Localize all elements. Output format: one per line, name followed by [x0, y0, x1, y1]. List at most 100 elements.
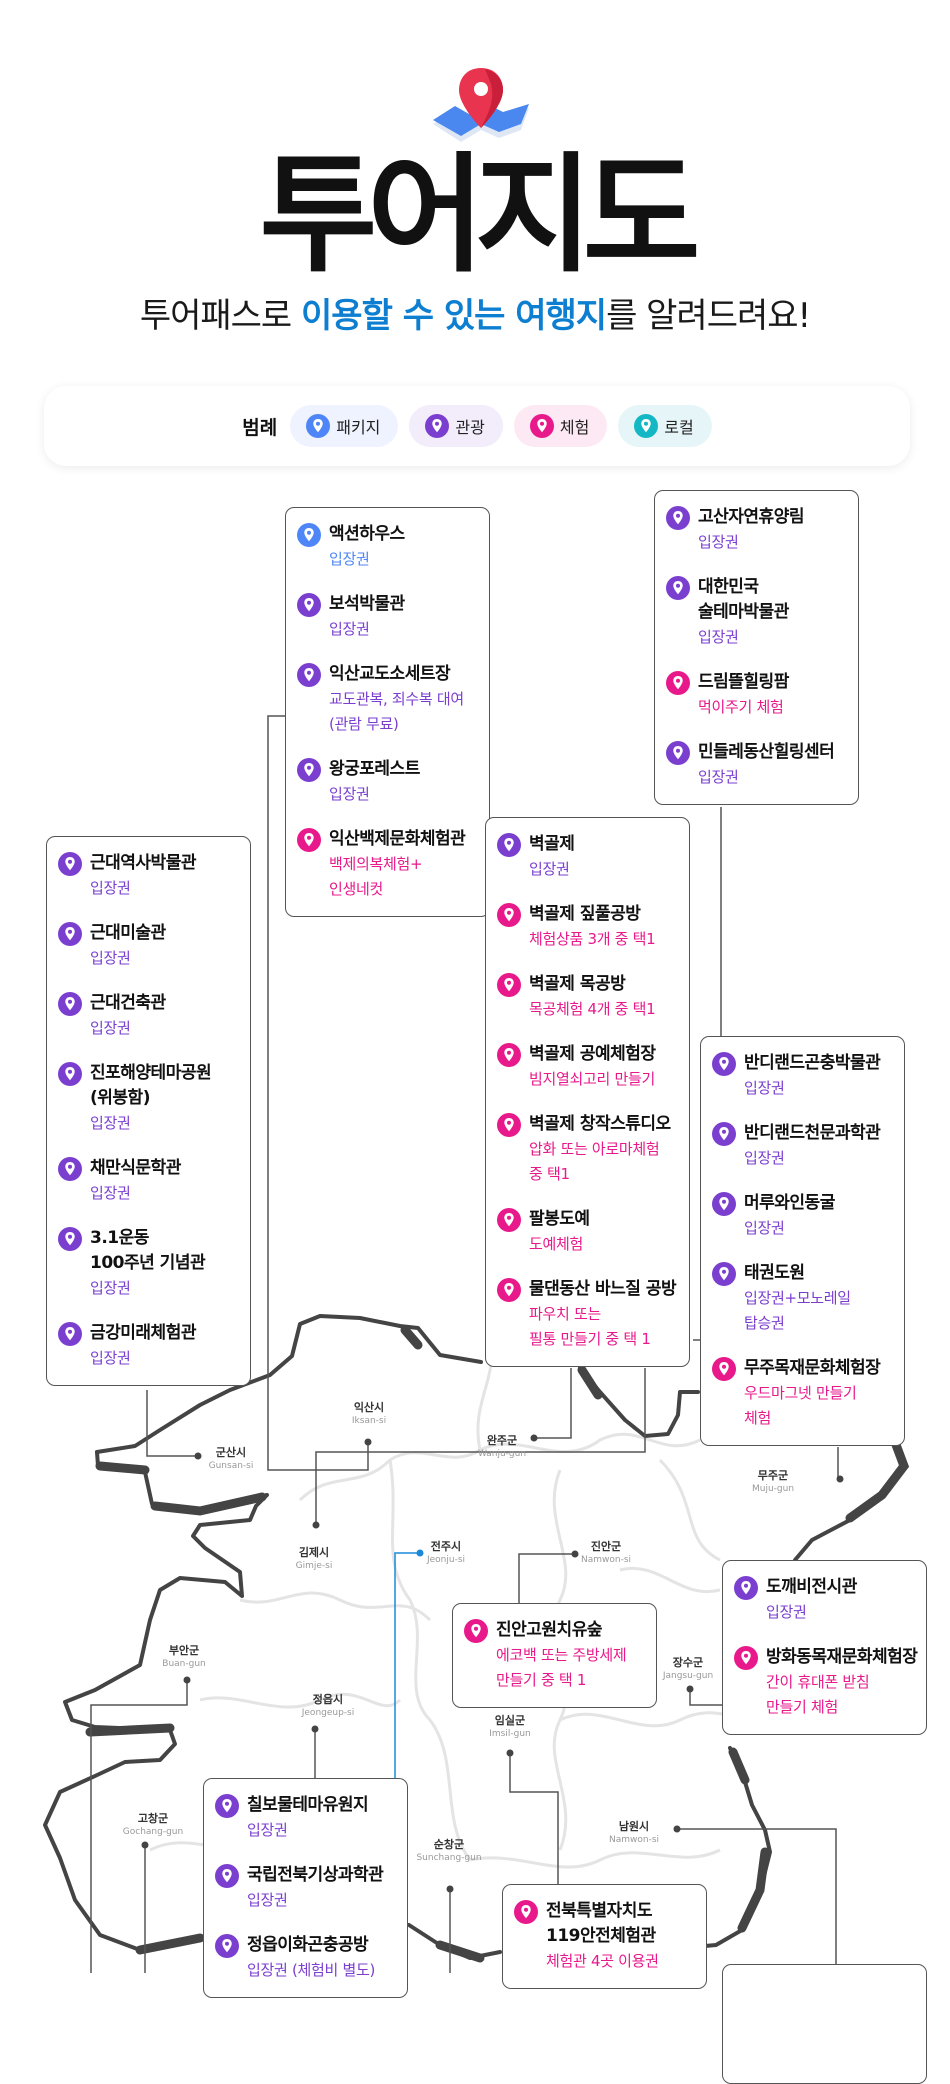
place-name: 물댄동산 바느질 공방 [529, 1279, 677, 1299]
region-dots [141, 1434, 844, 1893]
place-name: 근대역사박물관 [90, 853, 196, 873]
place-benefit: 목공체험 4개 중 택1 [529, 1000, 656, 1018]
place-name: 팔봉도예 [529, 1209, 590, 1229]
region-name: 고창군 [137, 1812, 169, 1825]
region-name: 완주군 [486, 1434, 518, 1447]
place-benefit: 입장권 [90, 1184, 131, 1202]
tour-pin-icon [712, 1261, 736, 1336]
experience-pin-icon [497, 1042, 521, 1092]
place-benefit: 입장권 [766, 1603, 807, 1621]
experience-pin-icon [497, 1207, 521, 1257]
tour-pin-icon [734, 1575, 758, 1625]
region-name-en: Gochang-gun [122, 1827, 184, 1837]
place-benefit: 입장권 [698, 628, 739, 646]
experience-pin-icon [497, 1277, 521, 1352]
place-benefit: 먹이주기 체험 [698, 698, 784, 716]
tour-pin-icon [712, 1121, 736, 1171]
place-benefit: 입장권 [90, 1349, 131, 1367]
place-benefit: 입장권 [698, 768, 739, 786]
place-name: 칠보물테마유원지 [247, 1795, 369, 1815]
package-pin-icon [297, 522, 321, 572]
package-pin-icon [306, 414, 331, 438]
place-benefit: 입장권 [90, 879, 131, 897]
tour-pin-icon [425, 414, 450, 438]
region-label-gochang: 고창군 Gochang-gun [123, 1812, 183, 1838]
place-benefit: 도예체험 [529, 1235, 584, 1253]
legend-chip-package[interactable]: 패키지 [290, 405, 399, 447]
legend-chip-tour[interactable]: 관광 [409, 405, 503, 447]
legend-label: 체험 [559, 418, 590, 437]
place-name: 정읍이화곤충공방 [247, 1935, 369, 1955]
place-item[interactable]: 진포해양테마공원 (위봉함)입장권 [58, 1061, 240, 1136]
region-name-en: Buan-gun [162, 1659, 206, 1669]
experience-pin-icon [734, 1645, 758, 1720]
region-name: 김제시 [298, 1546, 330, 1559]
place-benefit: 입장권 [329, 550, 370, 568]
place-benefit: 압화 또는 아로마체험 중 택1 [529, 1140, 660, 1183]
region-name: 군산시 [215, 1446, 247, 1459]
place-benefit: 백제의복체험+ 인생네컷 [329, 855, 423, 898]
place-benefit: 입장권 [247, 1891, 288, 1909]
region-label-buan: 부안군 Buan-gun [162, 1644, 205, 1670]
tour-pin-icon [58, 1321, 82, 1371]
place-name: 채만식문학관 [90, 1158, 181, 1178]
place-benefit: 입장권 [90, 949, 131, 967]
place-name: 보석박물관 [329, 594, 405, 614]
place-name: 도깨비전시관 [766, 1577, 857, 1597]
tour-pin-icon [58, 1156, 82, 1206]
legend-chip-local[interactable]: 로컬 [618, 405, 712, 447]
legend-chip-experience[interactable]: 체험 [513, 405, 608, 447]
region-name: 남원시 [618, 1820, 650, 1833]
region-name: 부안군 [168, 1644, 200, 1657]
